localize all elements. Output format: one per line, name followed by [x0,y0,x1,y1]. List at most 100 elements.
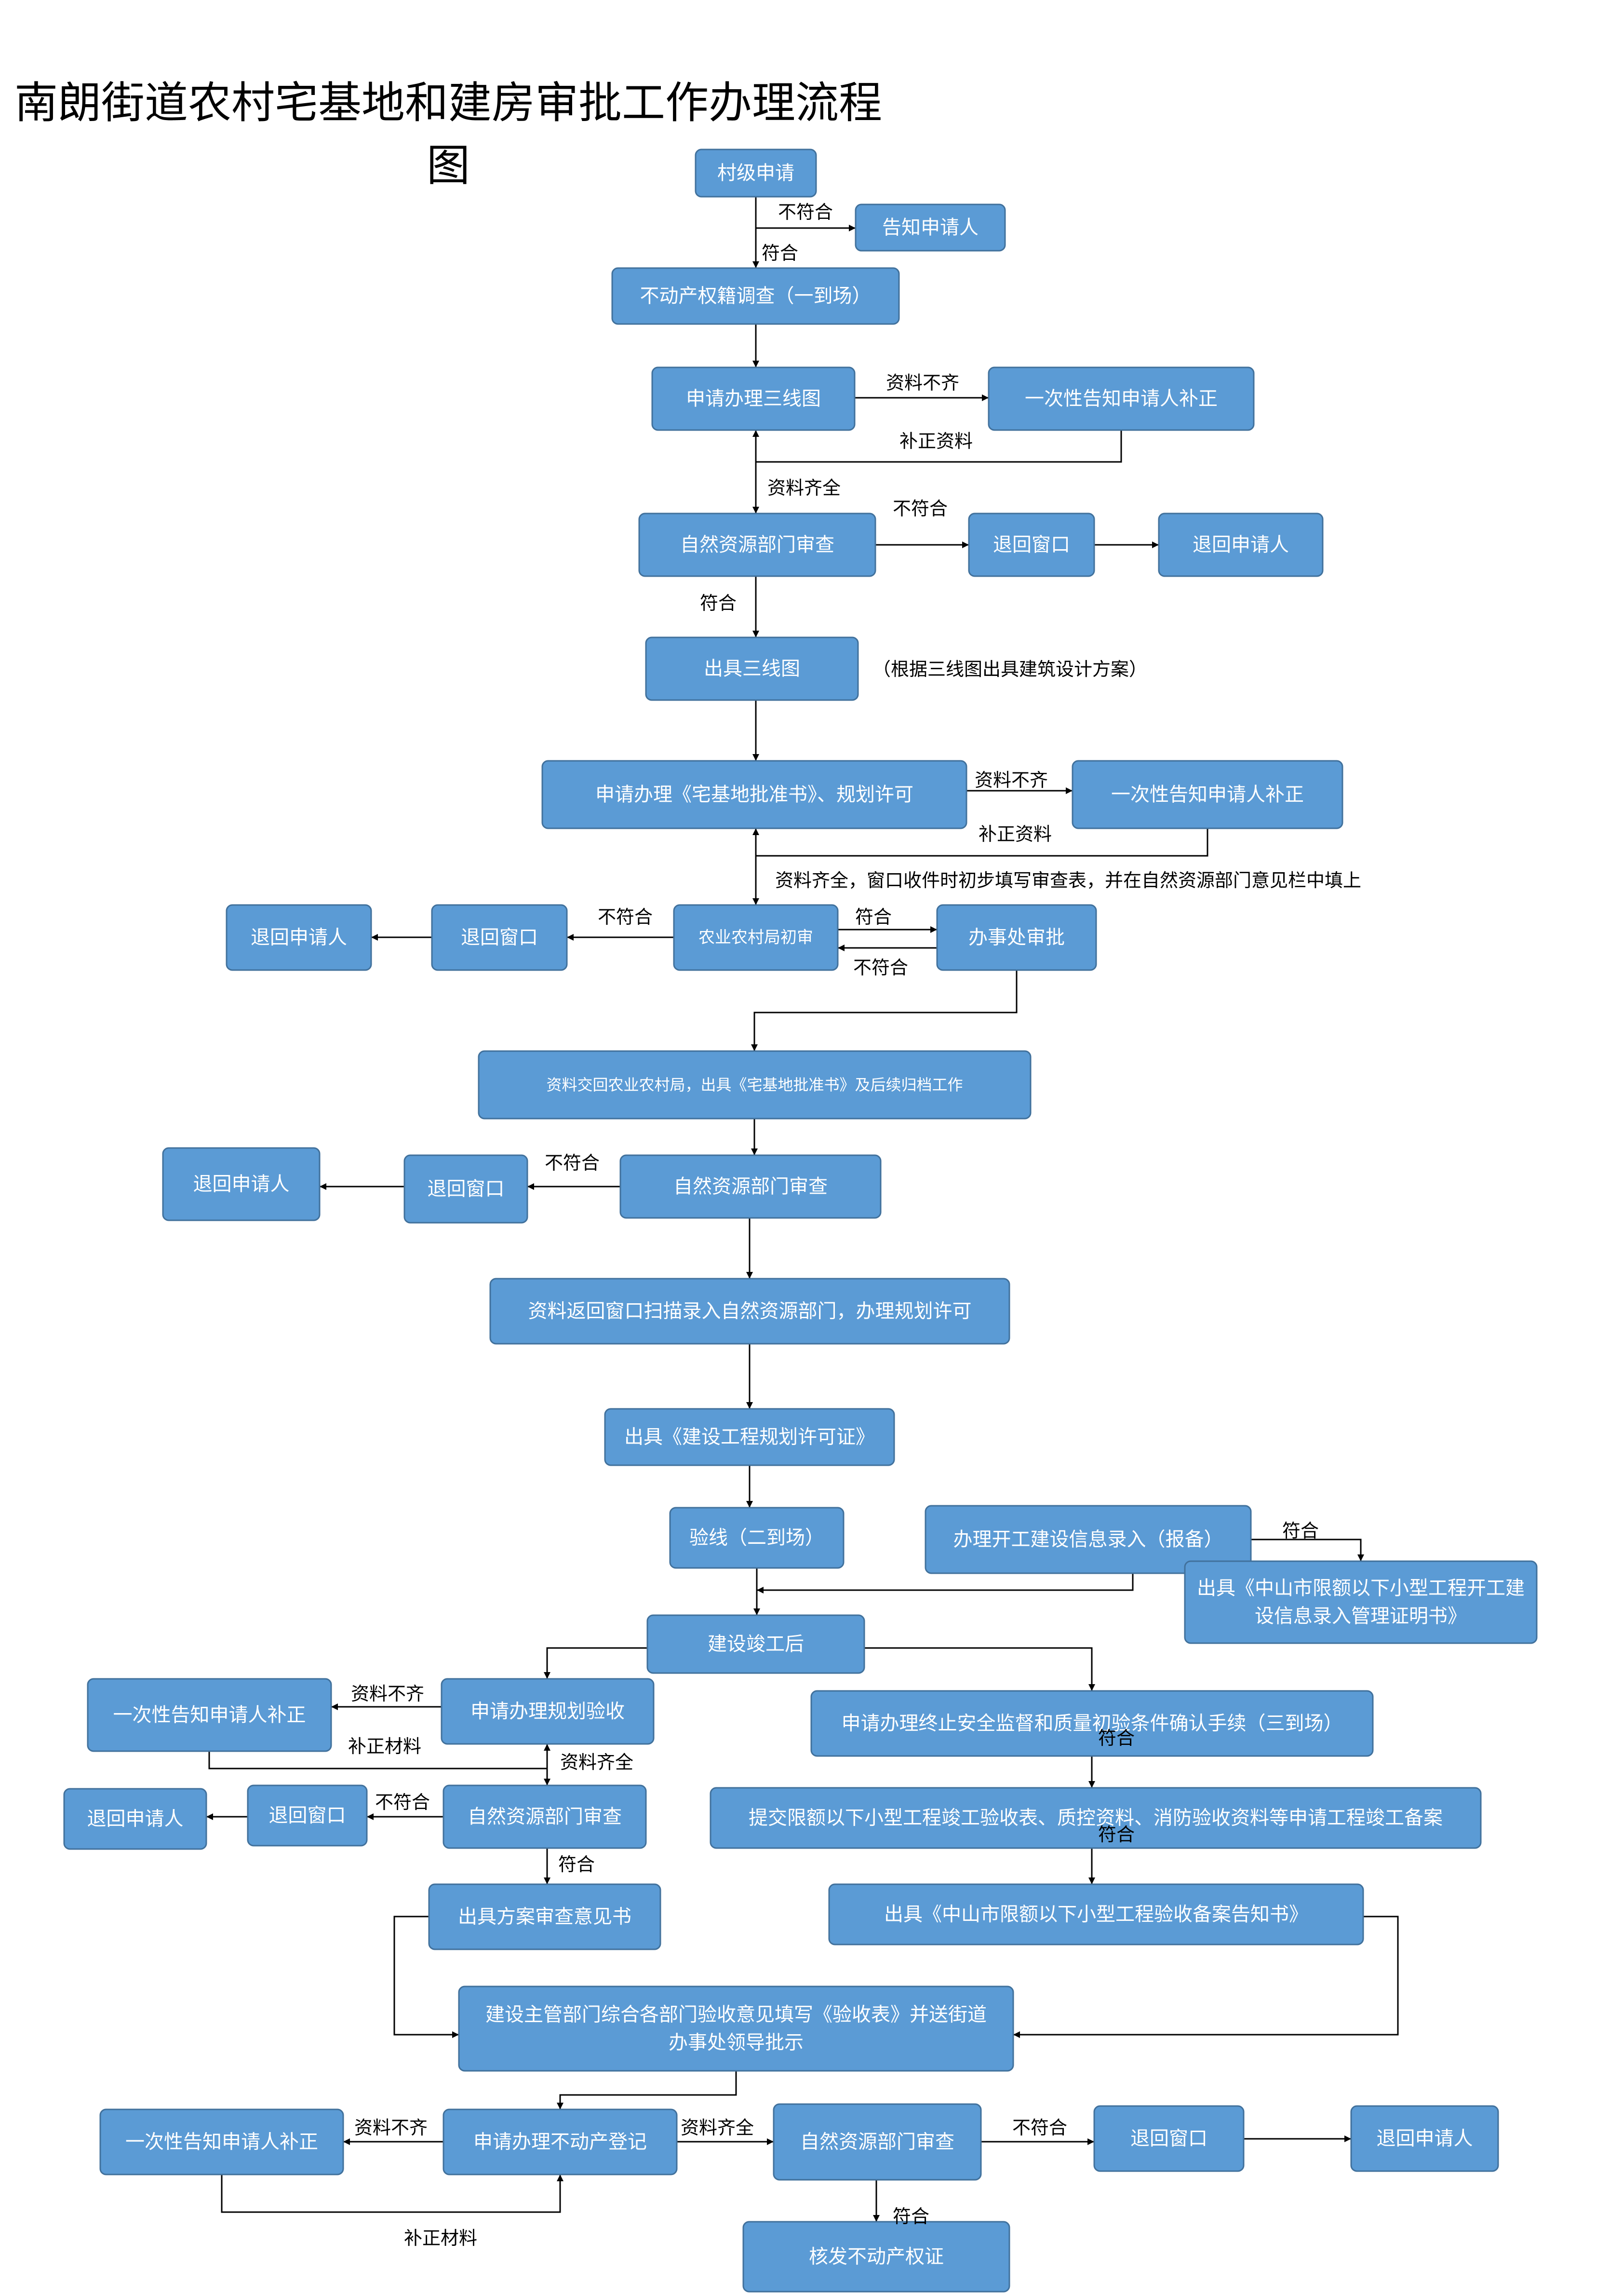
node-label: 出具《建设工程规划许可证》 [624,1426,875,1448]
node-n-kaigong: 办理开工建设信息录入（报备） [925,1505,1252,1574]
node-n-yici4: 一次性告知申请人补正 [99,2108,344,2175]
node-n-ziran4: 自然资源部门审查 [773,2103,982,2181]
node-n-gaozhi: 告知申请人 [855,203,1006,252]
node-box [604,1408,895,1466]
node-label: 出具三线图 [704,658,800,680]
node-n-tuihui-ck4: 退回窗口 [247,1784,368,1847]
node-box [431,904,568,971]
node-n-jungong: 建设竣工后 [646,1614,865,1674]
edge-label-l-buzheng2: 补正资料 [979,824,1052,845]
node-n-ziran3: 自然资源部门审查 [443,1784,647,1849]
node-n-cunji: 村级申请 [695,149,817,198]
node-n-yici2: 一次性告知申请人补正 [1072,760,1343,829]
node-box [541,760,967,829]
node-n-tuihui-sq1: 退回申请人 [1158,513,1324,577]
node-box [226,904,372,971]
node-n-yanxian: 验线（二到场） [669,1507,845,1569]
edge-label-l-ziliao-buqi2: 资料不齐 [975,770,1048,791]
edge-label-l-ziliao-buqi1: 资料不齐 [886,372,959,393]
node-box [925,1505,1252,1574]
node-label: 建设竣工后 [708,1633,804,1655]
node-box [968,513,1095,577]
edge-label-l-ziliao-buqi3: 资料不齐 [351,1683,424,1704]
node-n-fangan: 出具方案审查意见书 [428,1883,661,1950]
edge-label-l-buzheng1: 补正资料 [899,431,973,452]
node-box [247,1784,368,1847]
node-box [443,1784,647,1849]
node-label: 建设主管部门综合各部门验收意见填写《验收表》并送街道 [485,2004,987,2026]
node-label: 退回申请人 [1377,2128,1473,2150]
connector-arrow [1251,1539,1364,1561]
node-label: 出具《中山市限额以下小型工程验收备案告知书》 [884,1904,1308,1926]
node-box [458,1985,1014,2072]
node-n-tuihui-ck3: 退回窗口 [403,1154,528,1224]
connector-arrow [1013,1916,1399,2038]
page-title: 南朗街道农村宅基地和建房审批工作办理流程图 [14,78,882,191]
node-label: 核发不动产权证 [809,2246,944,2268]
connector-arrow [544,1647,647,1679]
node-label: 资料交回农业农村局，出具《宅基地批准书》及后续归档工作 [546,1076,963,1094]
node-box [695,149,817,198]
node-box [443,2108,678,2175]
node-label: 申请办理三线图 [686,388,821,410]
edge-label-l-ziliao-buqi4: 资料不齐 [354,2117,428,2138]
node-n-tuihui-sq3: 退回申请人 [162,1147,321,1221]
node-box [428,1883,661,1950]
node-n-zhongzhi: 申请办理终止安全监督和质量初验条件确认手续（三到场） [810,1690,1374,1757]
node-label: 办事处审批 [968,927,1065,949]
node-label: 一次性告知申请人补正 [1025,388,1218,410]
node-box [87,1678,332,1752]
node-n-ziliao-jiaohui: 资料交回农业农村局，出具《宅基地批准书》及后续归档工作 [478,1050,1032,1120]
connector-arrow [757,1573,1134,1594]
node-box [1093,2105,1245,2172]
connector-arrow [221,2174,563,2213]
edge-label-l-ziliao-qiquan2: 资料齐全，窗口收件时初步填写审查表，并在自然资源部门意见栏中填上 [775,870,1361,891]
node-n-xukezheng: 申请办理《宅基地批准书》、规划许可 [541,760,967,829]
node-label: 退回窗口 [1130,2128,1207,2150]
node-n-beian: 出具《中山市限额以下小型工程验收备案告知书》 [828,1883,1364,1945]
node-box [162,1147,321,1221]
node-box [489,1278,1010,1345]
node-box [773,2103,982,2181]
edge-label-l-ziliao-qiquan4: 资料齐全 [681,2117,754,2138]
node-label: 不动产权籍调查（一到场） [640,285,872,307]
edge-label-l-bufuhe2: 不符合 [893,498,948,519]
edge-label-l-buzheng4: 补正材料 [404,2228,477,2249]
node-label: 验线（二到场） [689,1527,824,1549]
node-n-tuihui-sq5: 退回申请人 [1350,2105,1499,2172]
node-n-tuihui-ck5: 退回窗口 [1093,2105,1245,2172]
node-n-tijiao: 提交限额以下小型工程竣工验收表、质控资料、消防验收资料等申请工程竣工备案 [710,1787,1482,1849]
node-box [828,1883,1364,1945]
node-label: 出具方案审查意见书 [458,1906,631,1928]
node-n-tuihui-sq4: 退回申请人 [63,1788,207,1850]
node-n-hefa: 核发不动产权证 [742,2221,1010,2293]
node-label: 退回窗口 [993,534,1070,556]
node-label: 一次性告知申请人补正 [1111,783,1304,806]
edge-label-l-bufuhe5: 不符合 [545,1152,600,1174]
node-label: 退回申请人 [1193,534,1289,556]
node-box [611,267,900,325]
connector-arrow [557,2071,737,2109]
edge-label-l-bufuhe3: 不符合 [598,906,653,928]
node-box [403,1154,528,1224]
node-label: 办事处领导批示 [669,2032,804,2054]
node-n-budongchan-dengji: 申请办理不动产登记 [443,2108,678,2175]
node-label: 农业农村局初审 [698,928,813,947]
node-label: 办理开工建设信息录入（报备） [953,1528,1223,1551]
node-box [936,904,1097,971]
node-box [651,366,856,431]
node-box [855,203,1006,252]
edge-label-l-bufuhe1: 不符合 [778,202,833,223]
edge-label-l-bufuhe6: 不符合 [375,1792,430,1813]
edge-label-l-fuhe6: 符合 [558,1854,595,1875]
node-n-yici1: 一次性告知申请人补正 [988,366,1255,431]
node-box [646,1614,865,1674]
node-box [619,1154,882,1219]
node-box [710,1787,1482,1849]
node-box [1184,1560,1538,1644]
node-label: 自然资源部门审查 [800,2131,954,2153]
node-n-guihua-zheng: 出具《建设工程规划许可证》 [604,1408,895,1466]
